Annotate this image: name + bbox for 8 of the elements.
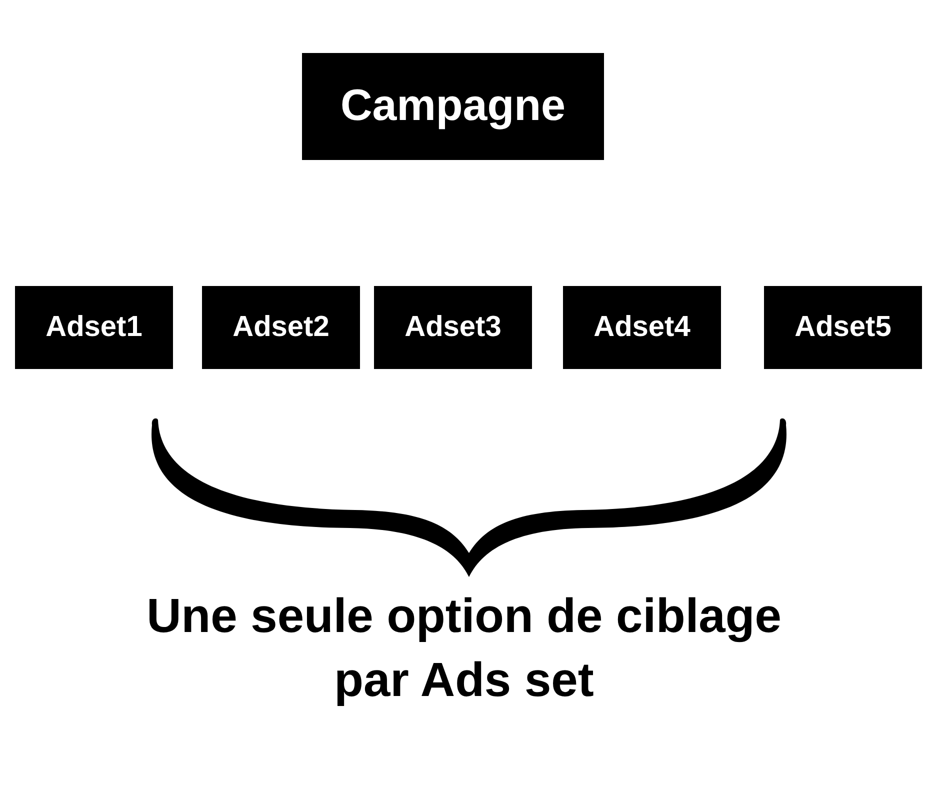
curly-brace	[152, 418, 786, 577]
ad-set-box: Adset4	[563, 286, 721, 369]
ad-set-box: Adset5	[764, 286, 922, 369]
ad-set-box: Adset3	[374, 286, 532, 369]
campaign-box: Campagne	[302, 53, 604, 160]
ad-set-box: Adset2	[202, 286, 360, 369]
note-text: Une seule option de ciblage par Ads set	[146, 589, 782, 709]
ad-set-box: Adset1	[15, 286, 173, 369]
